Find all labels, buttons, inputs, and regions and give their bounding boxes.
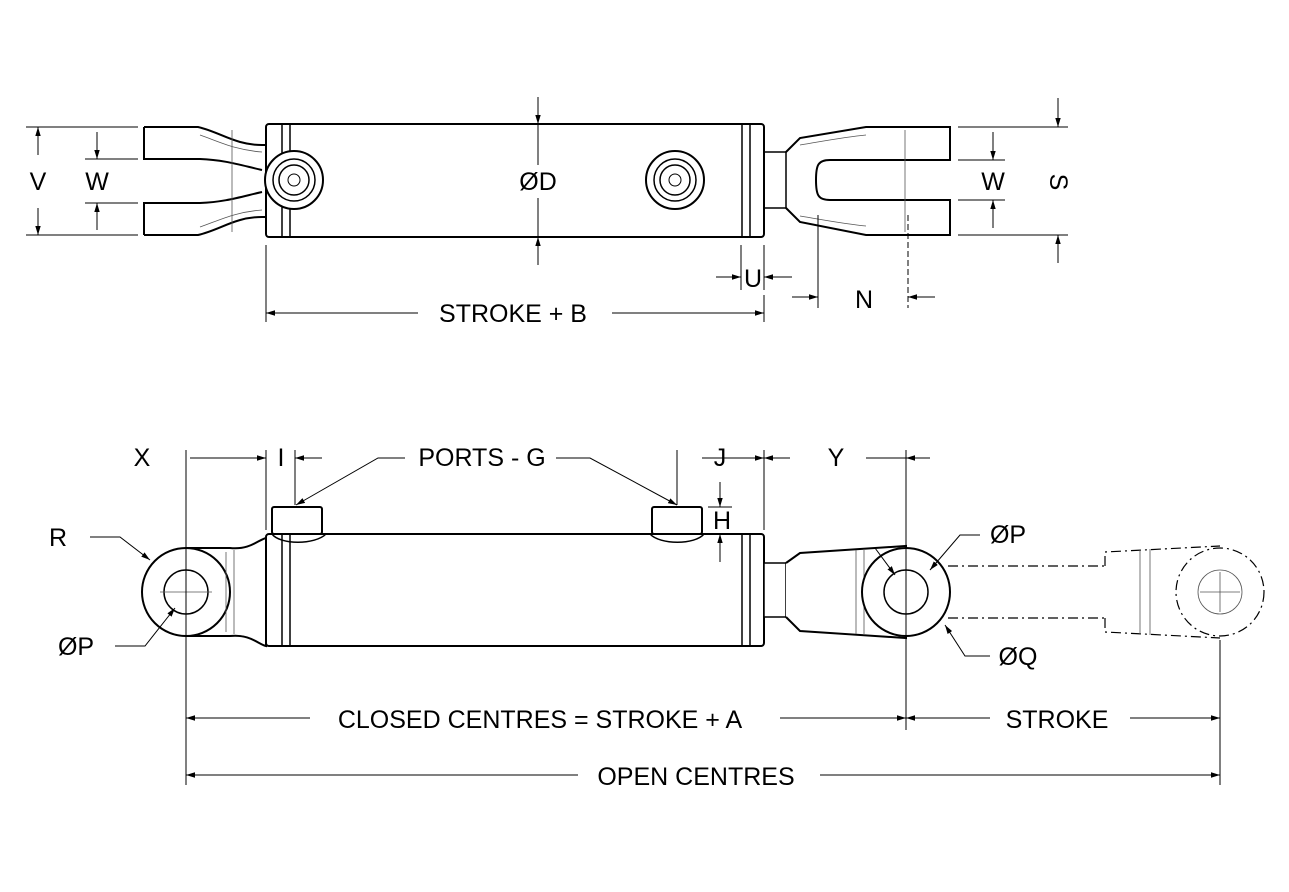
label-stroke: STROKE [1006,706,1109,734]
label-ports-g: PORTS - G [418,444,545,472]
label-w-left: W [85,168,109,196]
label-closed-centres: CLOSED CENTRES = STROKE + A [338,706,743,734]
label-w-right: W [981,168,1005,196]
label-r: R [49,524,67,552]
label-x: X [134,444,151,472]
side-dimension-lines [90,450,1221,785]
label-u: U [744,265,762,293]
side-port-right [649,506,705,543]
side-rod-extended-phantom [948,545,1265,639]
side-rod-eye-closed [763,544,951,640]
label-h: H [713,507,731,535]
label-diameter-q: ØQ [999,643,1038,671]
label-j: J [714,444,727,472]
label-diameter-p-right: ØP [990,521,1026,549]
label-n: N [855,286,873,314]
label-stroke-plus-b: STROKE + B [439,300,587,328]
label-s: S [1044,174,1072,191]
label-y: Y [828,444,845,472]
side-cylinder-body [265,533,765,647]
label-i: I [278,444,285,472]
label-diameter-p-left: ØP [58,633,94,661]
top-view: V W ØD W S U N STROKE + B [26,97,1072,328]
label-diameter-d: ØD [519,168,557,196]
top-port-fitting-right [645,150,705,210]
top-left-clevis [143,126,266,236]
label-v: V [30,168,47,196]
side-view: X I PORTS - G J Y H R ØP ØP ØQ CLOSED CE… [49,444,1265,791]
side-left-eye-mount [141,536,267,648]
top-dimension-lines [26,97,1068,322]
top-right-rod-clevis [763,126,951,236]
side-port-left [271,506,327,543]
top-port-fitting-left [264,150,324,210]
label-open-centres: OPEN CENTRES [597,763,794,791]
